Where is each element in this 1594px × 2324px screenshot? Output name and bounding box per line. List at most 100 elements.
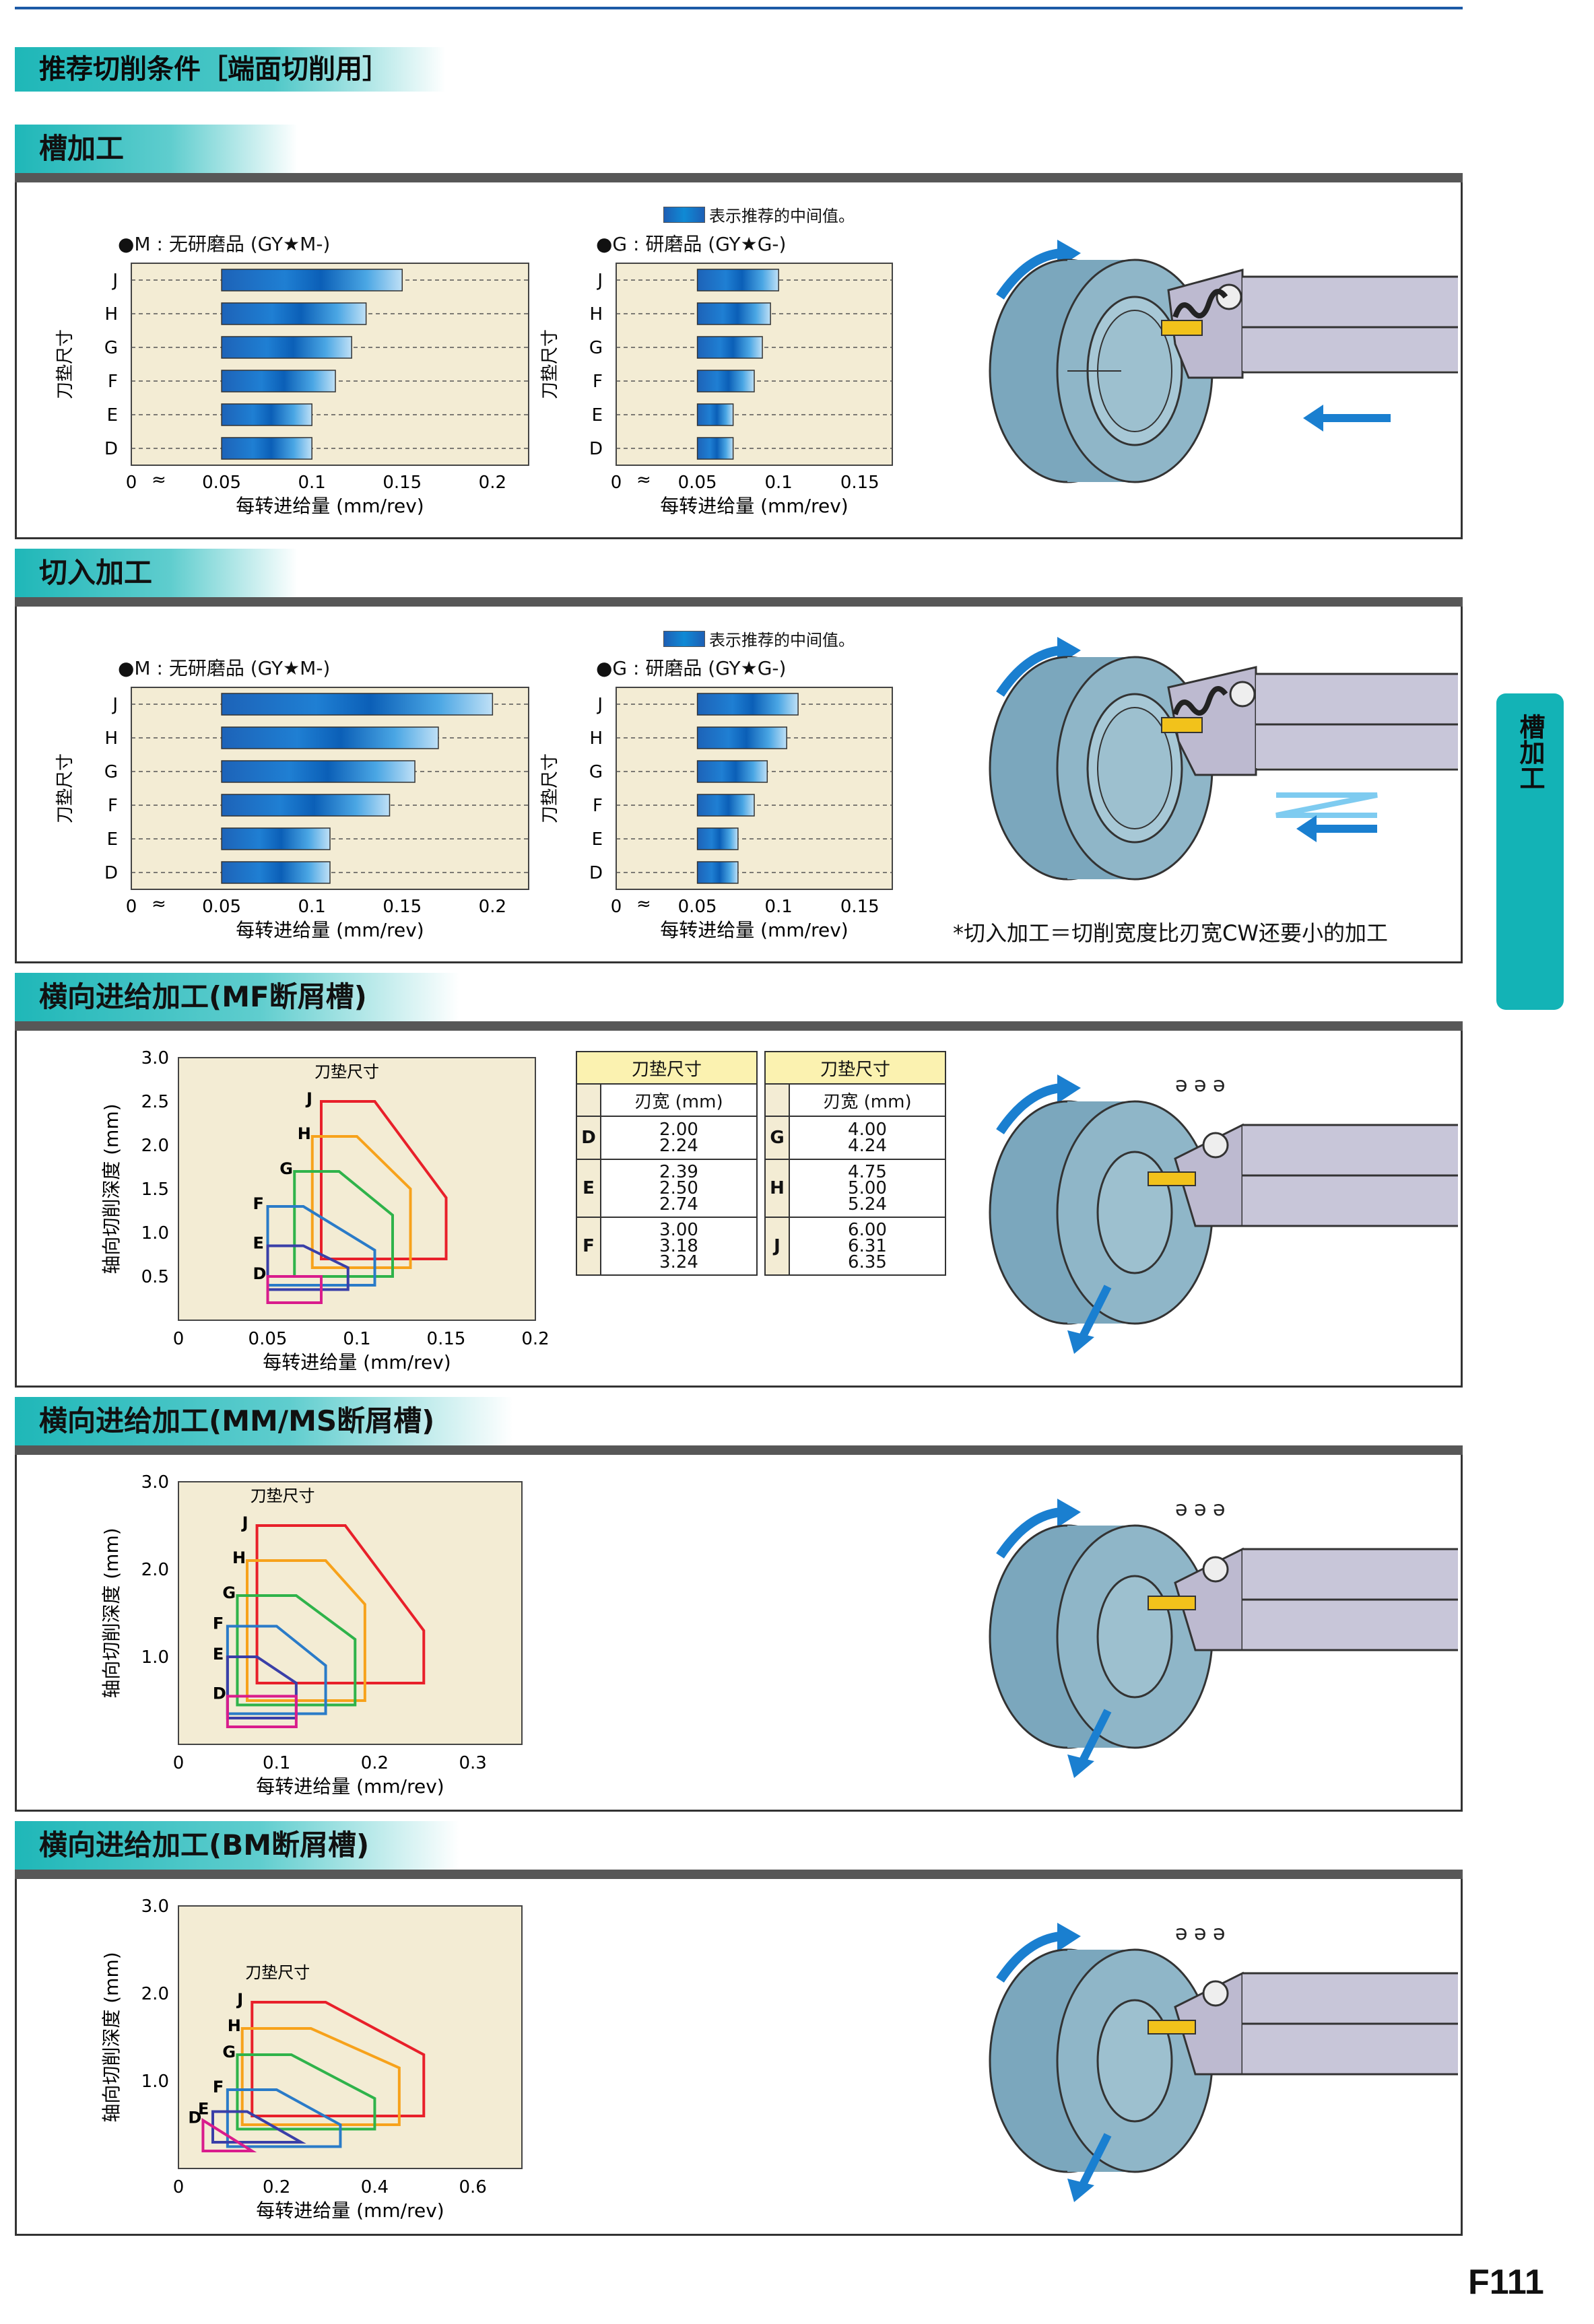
x-tick-label: 0.05	[678, 897, 717, 917]
x-tick-label: 0.6	[459, 2177, 486, 2197]
feed-arrow-icon	[1077, 2133, 1112, 2191]
series-label: H	[298, 1124, 311, 1143]
chip-icon: ə ə ə	[1175, 1921, 1225, 1945]
region-E	[211, 2110, 306, 2144]
table-values: 6.00 6.31 6.35	[789, 1217, 946, 1276]
feed-arrow-icon	[1077, 1285, 1112, 1342]
range-bar	[696, 302, 771, 325]
table-letter: F	[576, 1217, 601, 1276]
x-tick-label: 0.2	[479, 473, 506, 493]
range-bar	[696, 726, 787, 749]
section-bar	[15, 597, 1463, 607]
section-heading-mf: 横向进给加工(MF断屑槽)	[15, 973, 459, 1021]
category-label: F	[593, 372, 603, 392]
plot-area	[616, 687, 893, 890]
series-label: F	[253, 1194, 264, 1213]
range-bar	[221, 693, 494, 716]
section-bar	[15, 1445, 1463, 1455]
plot-area	[616, 263, 893, 466]
category-label: F	[108, 372, 118, 392]
chip-icon: ə ə ə	[1175, 1497, 1225, 1521]
insert-size-label: 刀垫尺寸	[245, 1963, 310, 1982]
region-D	[201, 2117, 257, 2152]
section-bar	[15, 1870, 1463, 1879]
series-label: G	[279, 1159, 293, 1178]
series-label: D	[213, 1684, 226, 1703]
table-values-text: 4.75 5.00 5.24	[848, 1162, 887, 1215]
region-H	[240, 2027, 401, 2126]
x-axis-label: 每转进给量 (mm/rev)	[660, 495, 848, 517]
series-label: J	[241, 1513, 248, 1532]
insert-icon	[1161, 717, 1203, 733]
x-axis-label: 每转进给量 (mm/rev)	[256, 2199, 444, 2222]
y-tick-label: 2.5	[141, 1092, 169, 1112]
x-tick-label: 0	[173, 2177, 185, 2197]
x-tick-label: 0.05	[202, 897, 241, 917]
series-label: F	[213, 1614, 224, 1633]
x-tick-label: 0.15	[427, 1329, 466, 1349]
plot-area	[178, 1057, 536, 1321]
table-header: 刀垫尺寸	[576, 1051, 758, 1085]
y-axis-label: 刀垫尺寸	[540, 329, 560, 399]
range-bar	[221, 302, 367, 325]
region-G	[236, 2053, 376, 2131]
category-label: H	[589, 304, 603, 324]
x-tick-label: 0	[611, 897, 622, 917]
range-bar	[221, 794, 391, 817]
rotation-arrow-icon	[996, 1083, 1061, 1134]
category-label: F	[108, 796, 118, 816]
y-tick-label: 2.0	[141, 1984, 169, 2004]
range-bar	[696, 760, 768, 783]
series-label: G	[222, 1583, 236, 1602]
plot-area	[131, 263, 529, 466]
chart-title-g: ●G : 研磨品 (GY★G-)	[596, 657, 787, 679]
x-axis-label: 每转进给量 (mm/rev)	[660, 919, 848, 941]
legend-note-text: 表示推荐的中间值。	[709, 631, 855, 650]
section-bar	[15, 173, 1463, 182]
insert-size-label: 刀垫尺寸	[251, 1486, 315, 1505]
category-label: E	[592, 405, 603, 425]
x-tick-label: 0.05	[202, 473, 241, 493]
x-tick-label: 0	[126, 897, 137, 917]
category-label: E	[107, 405, 118, 425]
series-label: E	[253, 1234, 264, 1253]
x-tick-label: 0.1	[263, 1753, 290, 1773]
x-tick-label: 0.05	[248, 1329, 288, 1349]
table-values-text: 2.00 2.24	[659, 1120, 698, 1156]
series-label: E	[198, 2100, 209, 2119]
axis-break-icon: ≈	[636, 894, 651, 914]
table-letter: G	[764, 1116, 790, 1160]
legend-note: 表示推荐的中间值。	[663, 203, 855, 226]
category-label: H	[104, 304, 118, 324]
x-axis-label: 每转进给量 (mm/rev)	[263, 1351, 451, 1373]
x-tick-label: 0	[173, 1753, 185, 1773]
range-bar	[696, 794, 755, 817]
x-tick-label: 0.2	[479, 897, 506, 917]
y-tick-label: 1.0	[141, 2072, 169, 2092]
legend-swatch	[663, 206, 705, 223]
range-bar	[221, 437, 312, 460]
x-tick-label: 0	[173, 1329, 185, 1349]
table-letter: E	[576, 1159, 601, 1218]
table-letter: D	[576, 1116, 601, 1160]
region-D	[226, 1695, 298, 1728]
range-bar	[696, 269, 779, 292]
section-heading-bm: 横向进给加工(BM断屑槽)	[15, 1821, 459, 1870]
chip-icon	[1172, 686, 1228, 716]
category-label: G	[104, 762, 118, 782]
range-bar	[221, 370, 336, 392]
section-box-groove: 表示推荐的中间值。 ●M : 无研磨品 (GY★M-) ●G : 研磨品 (GY…	[15, 182, 1463, 539]
y-tick-label: 1.0	[141, 1223, 169, 1243]
region-J	[251, 2001, 426, 2117]
illustration-mf: ə ə ə	[989, 1073, 1458, 1354]
axis-break-icon: ≈	[152, 894, 166, 914]
chart-title-g: ●G : 研磨品 (GY★G-)	[596, 233, 787, 255]
x-tick-label: 0.15	[383, 897, 422, 917]
legend-note: 表示推荐的中间值。	[663, 627, 855, 650]
category-label: G	[104, 338, 118, 358]
table-header: 刀垫尺寸	[764, 1051, 946, 1085]
illustration-plunge	[989, 637, 1458, 881]
